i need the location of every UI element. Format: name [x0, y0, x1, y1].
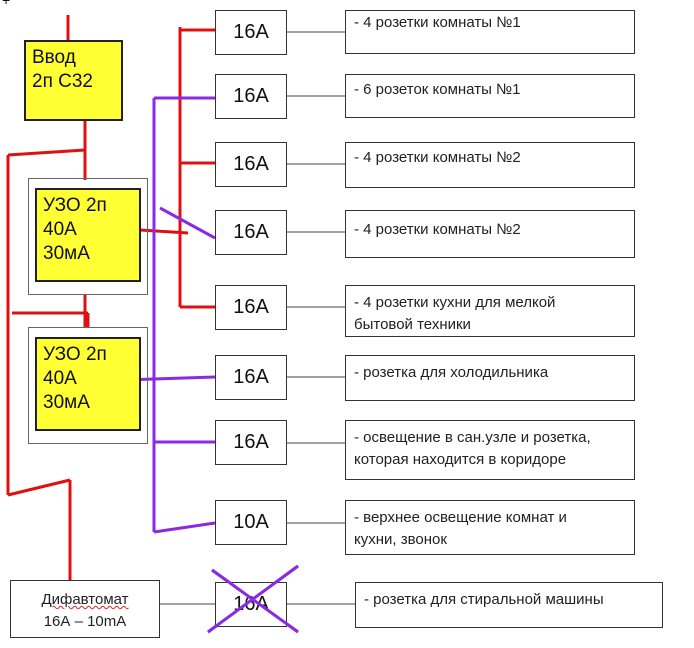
desc-1: - 4 розетки комнаты №1: [345, 10, 635, 54]
desc-9: - розетка для стиральной машины: [355, 582, 663, 628]
breaker-3: 16А: [215, 142, 287, 187]
desc-7-text: - освещение в сан.узле и розетка, котора…: [354, 429, 591, 468]
desc-6-text: - розетка для холодильника: [354, 364, 549, 381]
difautomat: Дифавтомат 16А – 10mА: [10, 580, 160, 638]
breaker-6: 16А: [215, 355, 287, 400]
breaker-1: 16А: [215, 10, 287, 55]
desc-5-text: - 4 розетки кухни для мелкой бытовой тех…: [354, 294, 556, 333]
desc-3-text: - 4 розетки комнаты №2: [354, 149, 521, 166]
rcd1-line3: 30мА: [43, 243, 90, 264]
desc-4-text: - 4 розетки комнаты №2: [354, 221, 521, 238]
desc-2-text: - 6 розеток комнаты №1: [354, 81, 521, 98]
breaker-2: 16А: [215, 74, 287, 119]
desc-2: - 6 розеток комнаты №1: [345, 74, 635, 118]
rcd1-line1: УЗО 2п: [43, 195, 107, 216]
desc-6: - розетка для холодильника: [345, 355, 635, 401]
rcd1: УЗО 2п 40А 30мА: [35, 188, 141, 282]
purple-wire-branch-8: [153, 521, 216, 534]
desc-5: - 4 розетки кухни для мелкой бытовой тех…: [345, 285, 635, 337]
input-breaker: Ввод 2п С32: [24, 40, 123, 121]
red-wire-left-bottom: [7, 478, 71, 497]
desc-8: - верхнее освещение комнат и кухни, звон…: [345, 500, 635, 555]
red-wire-rcd1-out: [139, 228, 189, 235]
breaker-8: 10А: [215, 500, 287, 545]
rcd2-line2: 40А: [43, 368, 77, 389]
breaker-9-crossed-out: 16А: [215, 582, 287, 627]
difautomat-line1: Дифавтомат: [41, 591, 129, 608]
desc-7: - освещение в сан.узле и розетка, котора…: [345, 420, 635, 480]
difautomat-line2: 16А – 10mА: [43, 613, 127, 630]
breaker-7: 16А: [215, 420, 287, 465]
desc-4: - 4 розетки комнаты №2: [345, 210, 635, 258]
desc-3: - 4 розетки комнаты №2: [345, 142, 635, 188]
breaker-4: 16А: [215, 210, 287, 255]
input-line2: 2п С32: [32, 71, 93, 92]
rcd2-frame: [28, 327, 148, 444]
breaker-5: 16А: [215, 285, 287, 330]
input-line1: Ввод: [32, 47, 76, 68]
rcd2: УЗО 2п 40А 30мА: [35, 337, 141, 431]
red-wire-left-loop-top: [7, 148, 86, 157]
corner-mark: +: [2, 0, 11, 8]
rcd2-line3: 30мА: [43, 392, 90, 413]
desc-8-text: - верхнее освещение комнат и кухни, звон…: [354, 509, 567, 548]
rcd1-line2: 40А: [43, 219, 77, 240]
rcd1-frame: [28, 178, 148, 295]
desc-9-text: - розетка для стиральной машины: [364, 591, 604, 608]
rcd2-line1: УЗО 2п: [43, 344, 107, 365]
purple-wire-branch-4: [159, 206, 216, 240]
desc-1-text: - 4 розетки комнаты №1: [354, 14, 521, 31]
